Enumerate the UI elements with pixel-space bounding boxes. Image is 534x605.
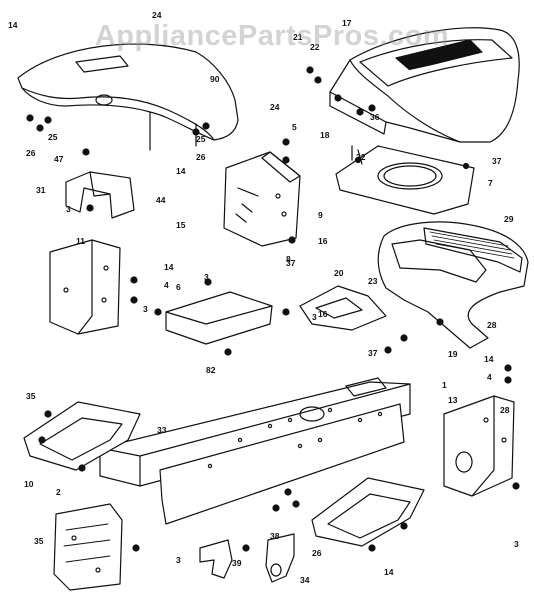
callout-label: 24	[270, 102, 280, 112]
callout-label: 4	[164, 280, 169, 290]
callout-label: 1	[442, 380, 447, 390]
callout-label: 17	[342, 18, 352, 28]
callout-label: 26	[196, 152, 206, 162]
callout-label: 16	[318, 309, 328, 319]
right-side-panel	[443, 395, 515, 497]
callout-label: 7	[488, 178, 493, 188]
callout-label: 35	[26, 391, 36, 401]
support-plate	[165, 291, 273, 345]
hardware-fasteners	[26, 66, 520, 552]
left-side-panel	[49, 239, 121, 335]
callout-label: 39	[232, 558, 242, 568]
callout-label: 14	[164, 262, 174, 272]
callout-label: 18	[320, 130, 330, 140]
callout-label: 82	[206, 365, 216, 375]
callout-label: 22	[310, 42, 320, 52]
callout-label: 37	[286, 258, 296, 268]
callout-label: 32	[356, 152, 366, 162]
right-footrest	[311, 477, 425, 547]
callout-label: 25	[196, 134, 206, 144]
callout-label: 5	[292, 122, 297, 132]
front-plate	[53, 503, 123, 591]
callout-label: 9	[318, 210, 323, 220]
callout-label: 11	[76, 236, 85, 246]
axle-brackets	[199, 533, 295, 583]
main-frame	[99, 377, 411, 525]
callout-label: 28	[500, 405, 510, 415]
callout-label: 8	[286, 254, 291, 264]
callout-label: 34	[300, 575, 310, 585]
callout-label: 44	[156, 195, 166, 205]
callout-label: 13	[448, 395, 458, 405]
callout-label: 3	[143, 304, 148, 314]
callout-label: 90	[210, 74, 220, 84]
callout-label: 2	[56, 487, 61, 497]
callout-label: 36	[370, 112, 380, 122]
callout-label: 25	[48, 132, 58, 142]
engine-hood	[329, 27, 520, 143]
callout-label: 6	[176, 282, 181, 292]
pedal-bracket	[299, 285, 387, 331]
callout-label: 37	[492, 156, 502, 166]
callout-label: 47	[54, 154, 64, 164]
callout-label: 31	[36, 185, 46, 195]
callout-label: 15	[176, 220, 186, 230]
callout-label: 26	[312, 548, 322, 558]
callout-label: 35	[34, 536, 44, 546]
callout-label: 3	[204, 272, 209, 282]
callout-label: 3	[66, 204, 71, 214]
callout-label: 33	[157, 425, 167, 435]
callout-label: 3	[176, 555, 181, 565]
hood-fender	[17, 43, 239, 151]
support-bracket	[65, 171, 135, 219]
callout-label: 3	[312, 312, 317, 322]
callout-label: 19	[448, 349, 458, 359]
callout-label: 23	[368, 276, 378, 286]
callout-label: 24	[152, 10, 162, 20]
callout-label: 28	[487, 320, 497, 330]
callout-label: 14	[384, 567, 394, 577]
callout-label: 14	[176, 166, 186, 176]
callout-label: 14	[8, 20, 18, 30]
callout-label: 29	[504, 214, 514, 224]
engine-plate	[335, 145, 475, 215]
callout-label: 3	[514, 539, 519, 549]
callout-label: 38	[270, 531, 280, 541]
callout-label: 16	[318, 236, 328, 246]
callout-label: 20	[334, 268, 344, 278]
callout-label: 26	[26, 148, 36, 158]
callout-label: 21	[293, 32, 303, 42]
callout-label: 37	[368, 348, 378, 358]
callout-label: 14	[484, 354, 494, 364]
front-grille	[377, 221, 529, 349]
callout-label: 4	[487, 372, 492, 382]
dash-panel	[223, 151, 301, 247]
callout-label: 10	[24, 479, 34, 489]
left-footrest	[23, 401, 141, 471]
callout-layer: 1424902526473134414262524515916212217183…	[8, 10, 519, 585]
